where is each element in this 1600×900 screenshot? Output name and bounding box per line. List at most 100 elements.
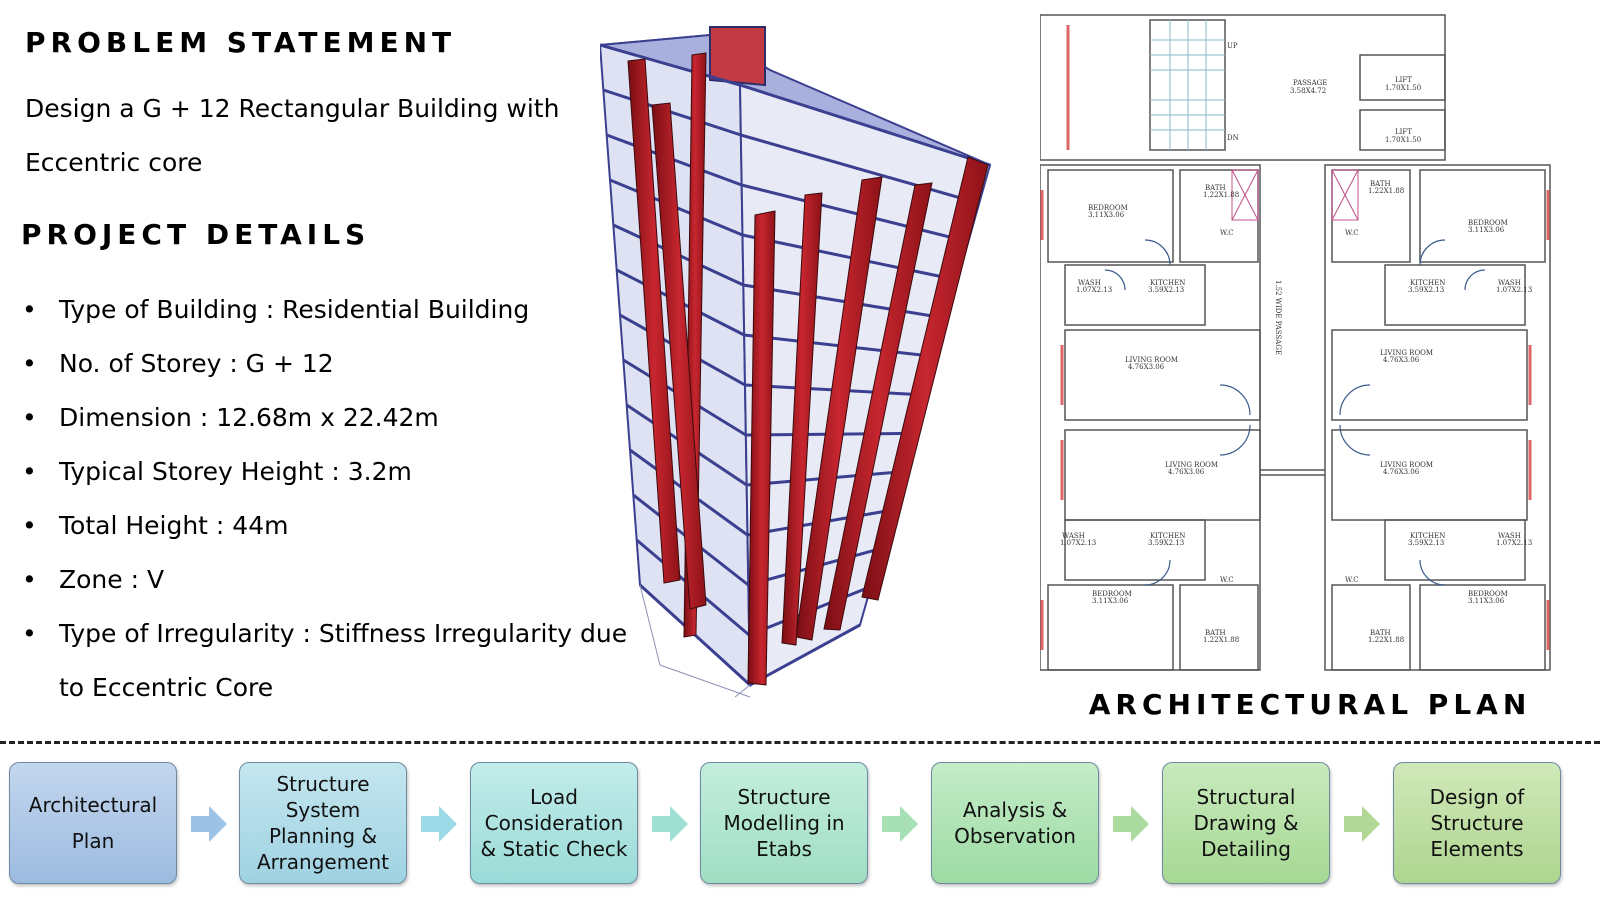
detail-item-storeys: • No. of Storey : G + 12 <box>22 337 642 391</box>
plan-label-dn: DN <box>1227 134 1239 142</box>
plan-label-lift: LIFT <box>1395 128 1412 136</box>
plan-label-bath-dim: 1.22X1.88 <box>1368 636 1404 644</box>
plan-label-bath: BATH <box>1370 629 1391 637</box>
floor-band <box>602 88 742 137</box>
plan-label-bath: BATH <box>1205 184 1226 192</box>
plan-label-wash-dim: 1.07X2.13 <box>1496 539 1532 547</box>
bullet-icon: • <box>22 349 37 378</box>
detail-item-storey-height: • Typical Storey Height : 3.2m <box>22 445 642 499</box>
step-label: Structural Drawing & Detailing <box>1193 785 1299 861</box>
plan-label-living: LIVING ROOM <box>1380 349 1433 357</box>
floor-band <box>740 133 980 205</box>
bullet-icon: • <box>22 403 37 432</box>
plan-label-kitchen: KITCHEN <box>1410 279 1445 287</box>
step-label: Architectural Plan <box>28 793 158 853</box>
plan-label-bedroom: BEDROOM <box>1088 204 1128 212</box>
section-divider <box>0 741 1600 744</box>
plan-label-kitchen-dim: 3.59X2.13 <box>1408 539 1444 547</box>
plan-label-lift: LIFT <box>1395 76 1412 84</box>
plan-label-passage-dim: 3.58X4.72 <box>1290 87 1326 95</box>
plan-label-living-dim: 4.76X3.06 <box>1128 363 1165 371</box>
arrow-right-icon <box>421 806 457 842</box>
step-load-consideration: Load Consideration & Static Check <box>470 762 638 884</box>
plan-label-wc: W.C <box>1220 229 1234 237</box>
detail-text: No. of Storey : G + 12 <box>59 349 334 378</box>
step-label: Analysis & Observation <box>954 798 1076 848</box>
plan-label-wc: W.C <box>1345 229 1359 237</box>
step-structural-drawing: Structural Drawing & Detailing <box>1162 762 1330 884</box>
plan-label-kitchen: KITCHEN <box>1150 532 1185 540</box>
plan-label-kitchen-dim: 3.59X2.13 <box>1408 286 1444 294</box>
plan-label-bath-dim: 1.22X1.88 <box>1203 191 1239 199</box>
plan-label-bedroom: BEDROOM <box>1468 590 1508 598</box>
plan-label-wash: WASH <box>1498 532 1521 540</box>
plan-label-kitchen-dim: 3.59X2.13 <box>1148 539 1184 547</box>
detail-text: Total Height : 44m <box>59 511 289 540</box>
plan-label-wc: W.C <box>1345 576 1359 584</box>
plan-label-passage: PASSAGE <box>1293 79 1327 87</box>
plan-label-kitchen: KITCHEN <box>1410 532 1445 540</box>
detail-item-irregularity: • Type of Irregularity : Stiffness Irregu… <box>22 607 642 715</box>
bullet-icon: • <box>22 619 37 648</box>
step-label: Load Consideration & Static Check <box>480 785 628 861</box>
plan-label-lift-dim: 1.70X1.50 <box>1385 84 1421 92</box>
plan-label-wash: WASH <box>1078 279 1101 287</box>
problem-statement-title: PROBLEM STATEMENT <box>25 26 457 59</box>
plan-label-bedroom-dim: 3.11X3.06 <box>1092 597 1129 605</box>
step-architectural-plan: Architectural Plan <box>9 762 177 884</box>
step-structure-system-planning: Structure System Planning & Arrangement <box>239 762 407 884</box>
detail-text: Type of Irregularity : Stiffness Irregul… <box>59 619 628 702</box>
detail-text: Zone : V <box>59 565 165 594</box>
detail-item-building-type: • Type of Building : Residential Building <box>22 283 642 337</box>
problem-statement-text: Design a G + 12 Rectangular Building wit… <box>25 94 560 177</box>
step-analysis-observation: Analysis & Observation <box>931 762 1099 884</box>
plan-label-bedroom-dim: 3.11X3.06 <box>1088 211 1125 219</box>
plan-label-living-dim: 4.76X3.06 <box>1168 468 1205 476</box>
plan-label-wash: WASH <box>1062 532 1085 540</box>
bullet-icon: • <box>22 295 37 324</box>
step-design-structure-elements: Design of Structure Elements <box>1393 762 1561 884</box>
plan-label-up: UP <box>1227 42 1238 50</box>
plan-label-kitchen: KITCHEN <box>1150 279 1185 287</box>
architectural-floor-plan: UP DN PASSAGE 3.58X4.72 LIFT 1.70X1.50 L… <box>1040 14 1551 671</box>
detail-item-zone: • Zone : V <box>22 553 642 607</box>
plan-label-wash-dim: 1.07X2.13 <box>1076 286 1112 294</box>
arrow-right-icon <box>1113 806 1149 842</box>
plan-label-living: LIVING ROOM <box>1125 356 1178 364</box>
bullet-icon: • <box>22 565 37 594</box>
plan-label-kitchen-dim: 3.59X2.13 <box>1148 286 1184 294</box>
step-label: Design of Structure Elements <box>1429 785 1525 861</box>
plan-label-bedroom: BEDROOM <box>1092 590 1132 598</box>
plan-label-living-dim: 4.76X3.06 <box>1383 356 1420 364</box>
plan-label-wash-dim: 1.07X2.13 <box>1060 539 1096 547</box>
arrow-right-icon <box>652 806 688 842</box>
bullet-icon: • <box>22 457 37 486</box>
floor-band <box>739 83 991 167</box>
process-flow: Architectural Plan Structure System Plan… <box>9 762 1591 886</box>
plan-label-living: LIVING ROOM <box>1380 461 1433 469</box>
plan-label-lift-dim: 1.70X1.50 <box>1385 136 1421 144</box>
plan-label-bedroom-dim: 3.11X3.06 <box>1468 597 1505 605</box>
project-details-list: • Type of Building : Residential Building… <box>22 283 642 715</box>
step-label: Structure System Planning & Arrangement <box>256 772 389 874</box>
floor-band <box>741 183 969 244</box>
detail-item-total-height: • Total Height : 44m <box>22 499 642 553</box>
project-details-title: PROJECT DETAILS <box>21 218 371 251</box>
floor-band <box>742 233 958 282</box>
arrow-right-icon <box>191 806 227 842</box>
step-label: Structure Modelling in Etabs <box>723 785 845 861</box>
plan-label-living-dim: 4.76X3.06 <box>1383 468 1420 476</box>
bullet-icon: • <box>22 511 37 540</box>
plan-label-bedroom-dim: 3.11X3.06 <box>1468 226 1505 234</box>
plan-label-bath-dim: 1.22X1.88 <box>1203 636 1239 644</box>
step-structure-modelling: Structure Modelling in Etabs <box>700 762 868 884</box>
detail-text: Typical Storey Height : 3.2m <box>59 457 412 486</box>
detail-text: Type of Building : Residential Building <box>59 295 530 324</box>
plan-label-bedroom: BEDROOM <box>1468 219 1508 227</box>
plan-label-bath: BATH <box>1205 629 1226 637</box>
arrow-right-icon <box>1344 806 1380 842</box>
architectural-plan-title: ARCHITECTURAL PLAN <box>1088 688 1532 721</box>
floor-band <box>600 43 741 87</box>
detail-item-dimension: •Dimension : 12.68m x 22.42m <box>22 391 642 445</box>
plan-label-wide-passage: 1.52 WIDE PASSAGE <box>1274 280 1282 355</box>
